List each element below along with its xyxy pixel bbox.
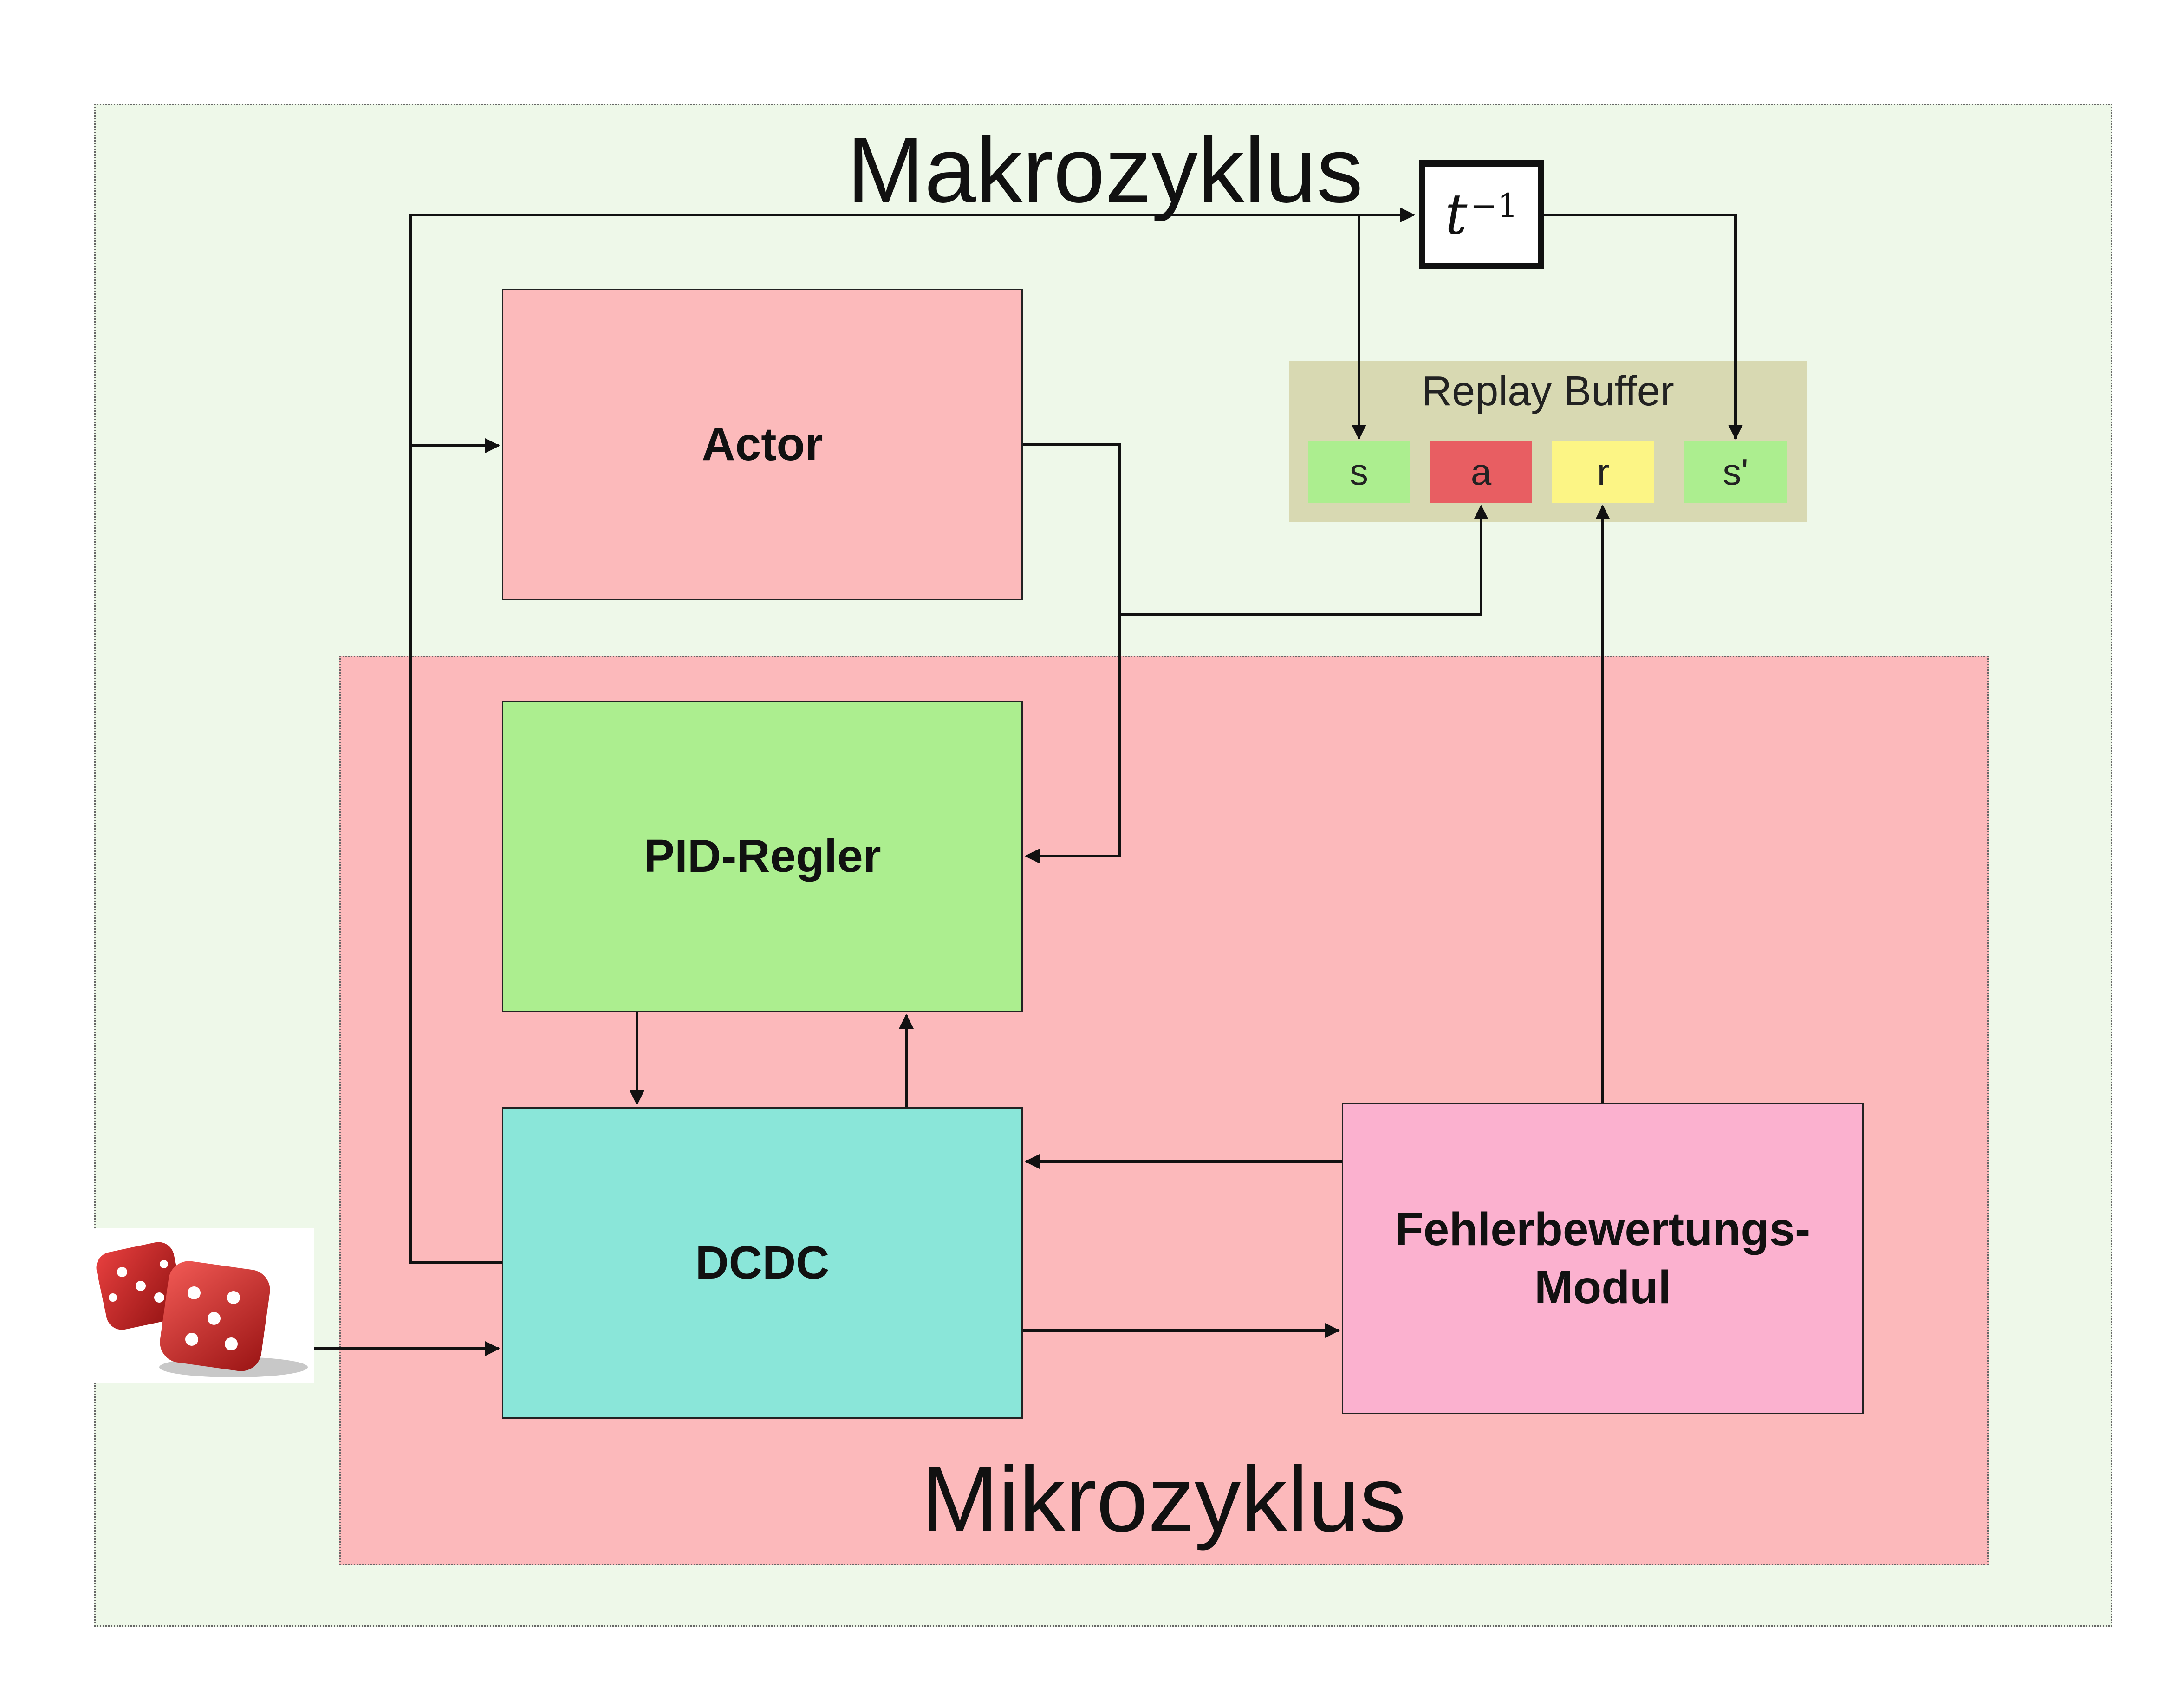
replay-buffer-title: Replay Buffer [1422,368,1674,415]
delay-exponent: −1 [1470,186,1518,225]
buffer-cell-a: a [1430,441,1532,503]
fehlerbewertungs-modul-block: Fehlerbewertungs- Modul [1342,1103,1864,1414]
dcdc-block: DCDC [502,1107,1023,1419]
dice-icon [94,1228,314,1383]
buffer-cell-s: s [1308,441,1410,503]
makrozyklus-label: Makrozyklus [847,118,1363,222]
pid-regler-label: PID-Regler [644,830,881,882]
actor-to-pid-wire [1023,443,1121,863]
actor-to-buffer-a-wire [1119,505,1488,616]
actor-label: Actor [702,418,823,470]
actor-block: Actor [502,289,1023,600]
buffer-cell-s-prime: s' [1684,441,1787,503]
delay-base: t [1445,182,1468,247]
buffer-cell-r: r [1552,441,1654,503]
dcdc-label: DCDC [695,1237,830,1289]
fehler-label-line2: Modul [1534,1261,1671,1313]
mikrozyklus-label: Mikrozyklus [921,1447,1406,1551]
delay-block: t−1 [1419,160,1544,269]
state-feedback-wire [410,208,1415,1264]
delay-to-buffer-s-prime-wire [1544,214,1743,440]
fehler-label-line1: Fehlerbewertungs- [1395,1203,1811,1255]
pid-regler-block: PID-Regler [502,701,1023,1012]
